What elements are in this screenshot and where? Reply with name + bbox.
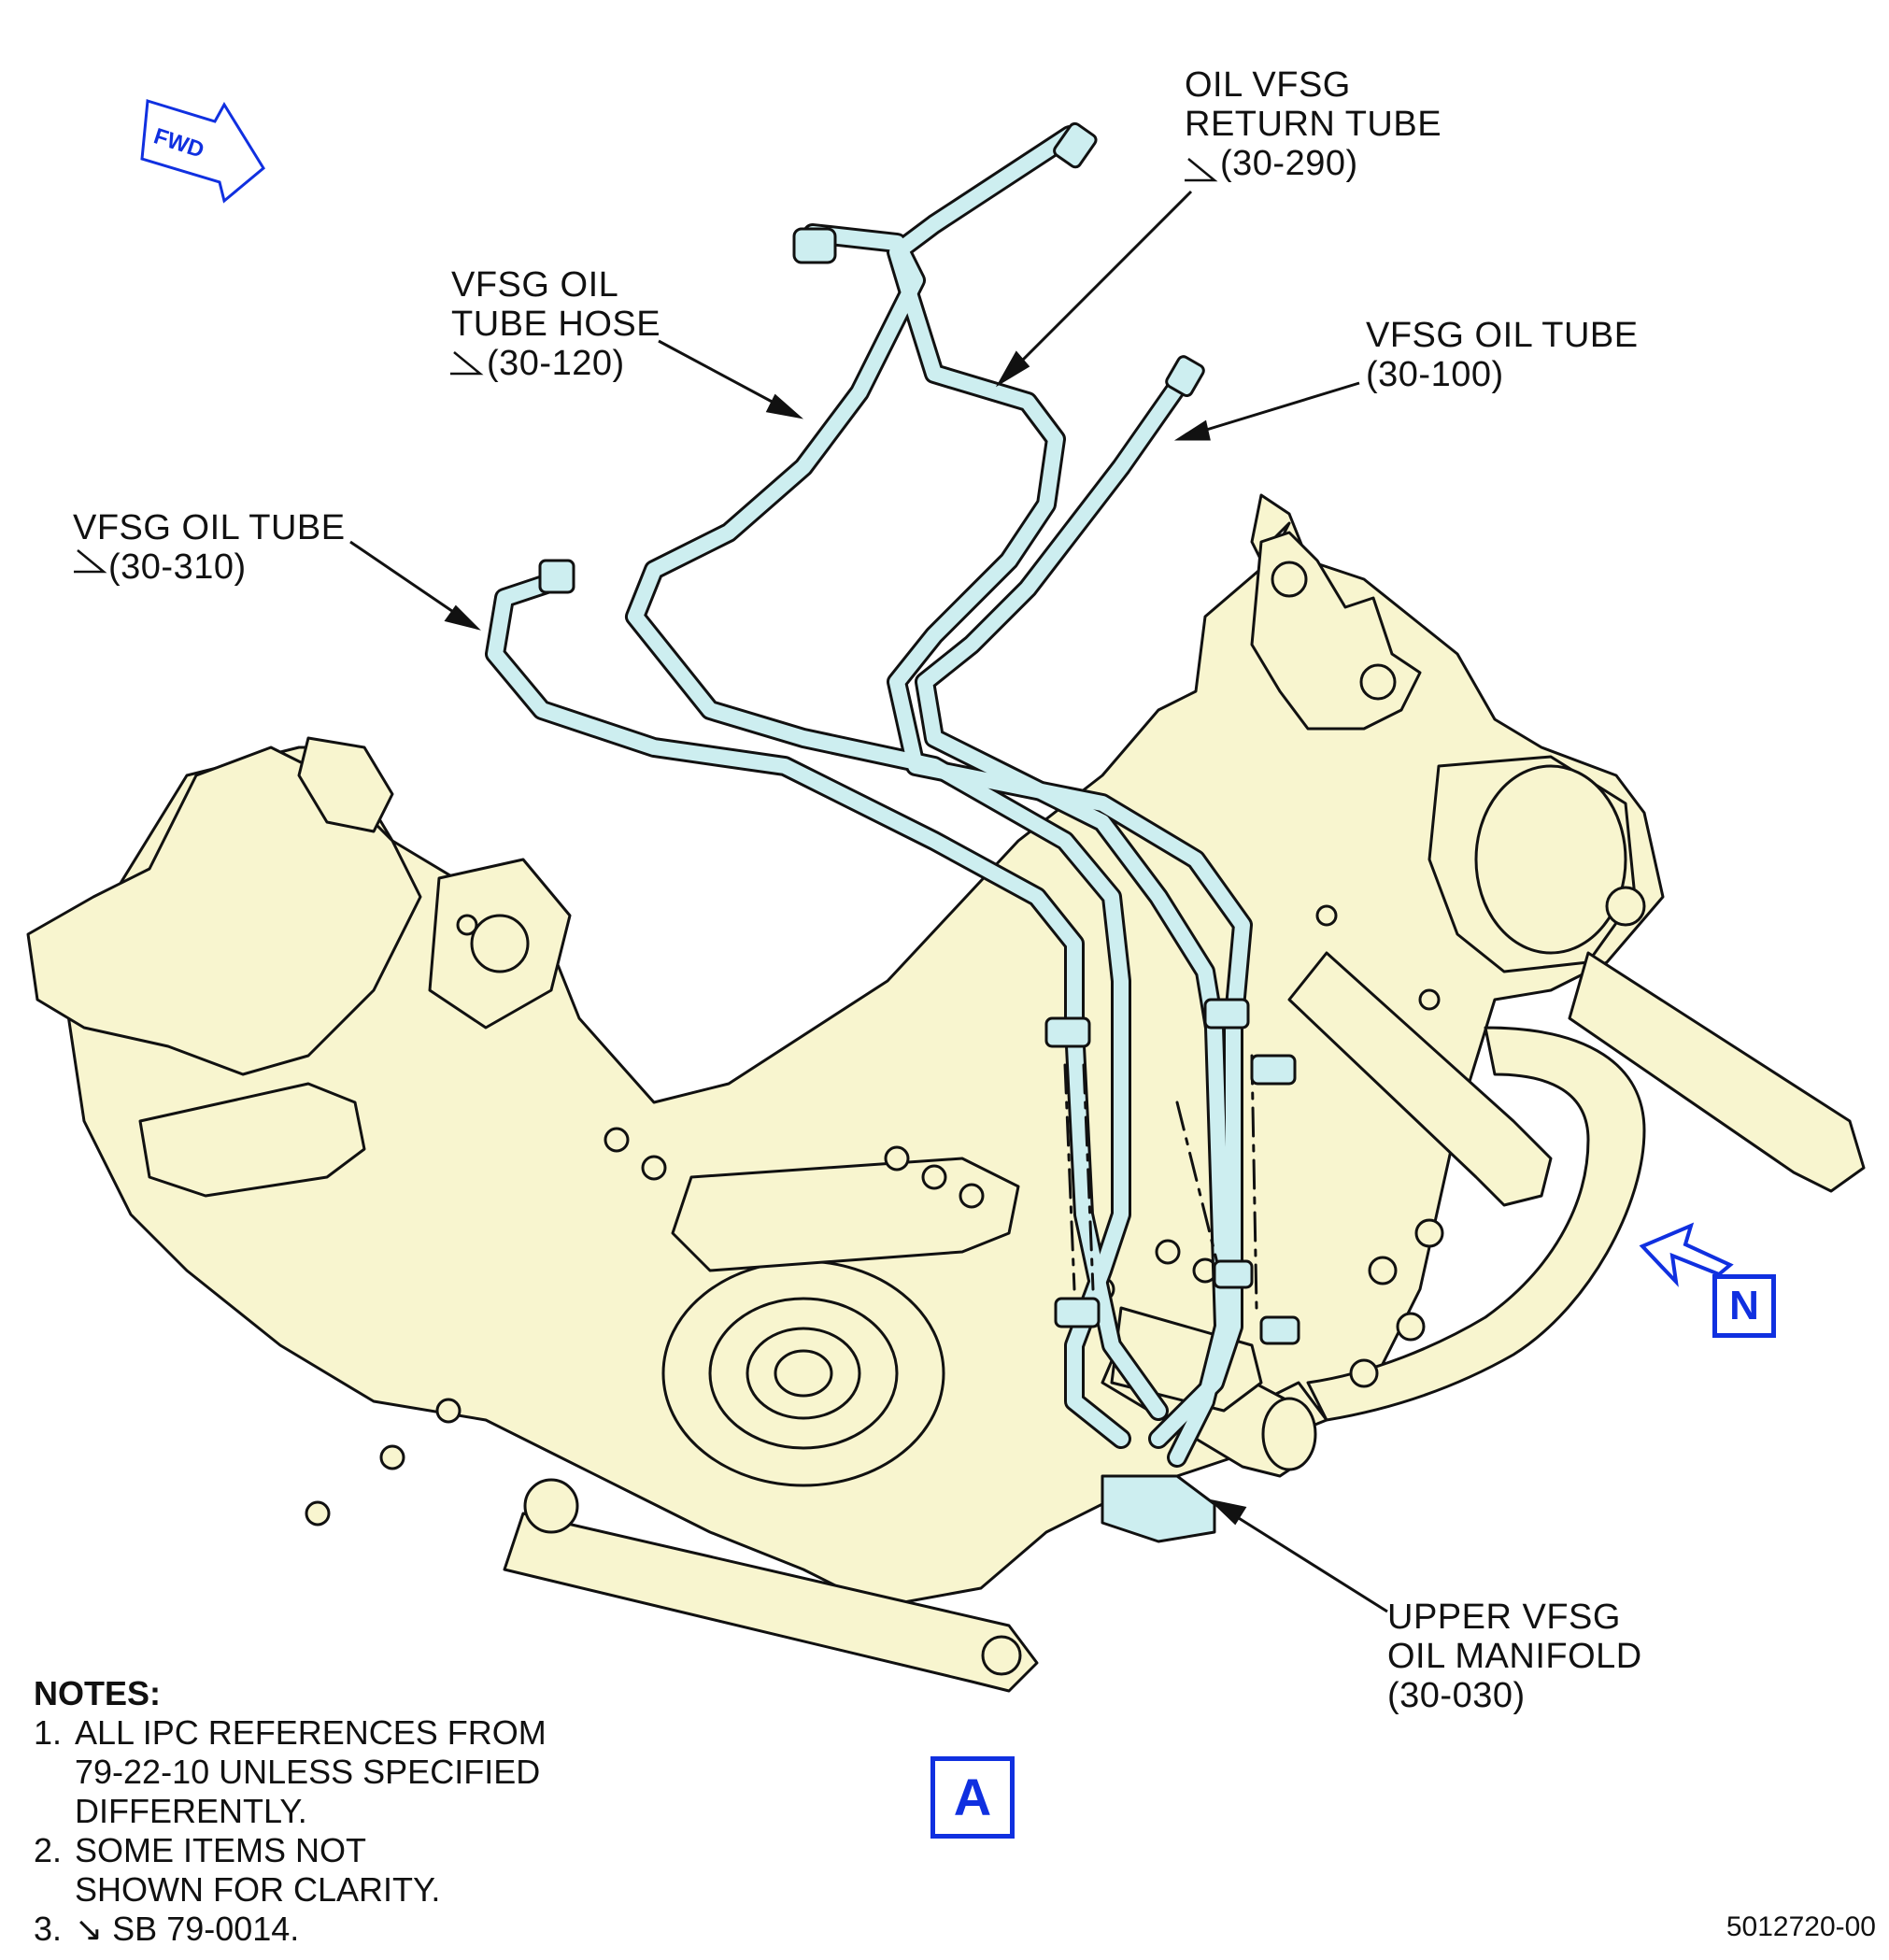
callout-line: VFSG OIL TUBE — [1366, 316, 1639, 355]
air-duct — [1306, 1026, 1646, 1422]
upper-vfsg-oil-manifold — [1101, 1474, 1216, 1543]
actuator-rod — [1568, 951, 1866, 1193]
view-arrow-icon — [1639, 1222, 1734, 1287]
callout-line: RETURN TUBE — [1185, 105, 1442, 144]
callout-line: VFSG OIL — [451, 265, 619, 305]
notes-heading: NOTES: — [34, 1674, 162, 1712]
left-accessory-housing — [26, 746, 422, 1076]
callout-line: VFSG OIL TUBE — [73, 508, 346, 547]
fwd-arrow-icon — [140, 99, 265, 204]
note-line: ALL IPC REFERENCES FROM — [75, 1713, 547, 1752]
callout-line: OIL MANIFOLD — [1387, 1637, 1642, 1676]
note-number: 1. — [34, 1713, 63, 1752]
callout-ref: (30-100) — [1366, 355, 1504, 394]
note-line: SHOWN FOR CLARITY. — [75, 1870, 441, 1909]
figure-number: 5012720-00 — [1726, 1911, 1876, 1942]
callout-vfsg-oil-tube-100: VFSG OIL TUBE (30-100) — [1366, 316, 1639, 394]
mounting-pad — [297, 736, 394, 833]
note-line: SOME ITEMS NOT — [75, 1831, 367, 1869]
note-item: 2. SOME ITEMS NOT SHOWN FOR CLARITY. — [34, 1831, 547, 1910]
actuator-rod — [1287, 951, 1553, 1207]
leader-lines — [349, 190, 1388, 1613]
note-number: 3. — [34, 1910, 63, 1948]
callout-line: TUBE HOSE — [451, 305, 661, 344]
support-strut — [503, 1512, 1039, 1693]
notes-block: NOTES: 1. ALL IPC REFERENCES FROM 79-22-… — [34, 1674, 547, 1949]
note-item: 1. ALL IPC REFERENCES FROM 79-22-10 UNLE… — [34, 1713, 547, 1831]
note-number: 2. — [34, 1831, 63, 1869]
oil-pipe — [138, 1082, 366, 1198]
callout-ref: (30-120) — [487, 344, 625, 383]
view-letter-a: A — [930, 1756, 1015, 1839]
callout-line: UPPER VFSG — [1387, 1598, 1621, 1637]
note-line: 79-22-10 UNLESS SPECIFIED — [75, 1753, 541, 1791]
note-line: DIFFERENTLY. — [75, 1792, 307, 1830]
callout-oil-vfsg-return-tube: OIL VFSG RETURN TUBE (30-290) — [1185, 65, 1442, 183]
note-item: 3. ↘ SB 79-0014. — [34, 1910, 547, 1949]
callout-line: OIL VFSG — [1185, 65, 1351, 105]
sb-flag-icon — [74, 158, 1218, 574]
callout-upper-vfsg-oil-manifold: UPPER VFSG OIL MANIFOLD (30-030) — [1387, 1598, 1642, 1715]
callout-vfsg-oil-tube-hose: VFSG OIL TUBE HOSE (30-120) — [451, 265, 660, 383]
note-line: ↘ SB 79-0014. — [75, 1910, 300, 1948]
view-letter-n: N — [1712, 1274, 1776, 1338]
callout-vfsg-oil-tube-310: VFSG OIL TUBE (30-310) — [73, 508, 346, 587]
callout-ref: (30-290) — [1220, 144, 1358, 183]
vfsg-oil-tubes — [485, 121, 1300, 1543]
callout-ref: (30-310) — [108, 547, 247, 587]
callout-ref: (30-030) — [1387, 1676, 1526, 1715]
